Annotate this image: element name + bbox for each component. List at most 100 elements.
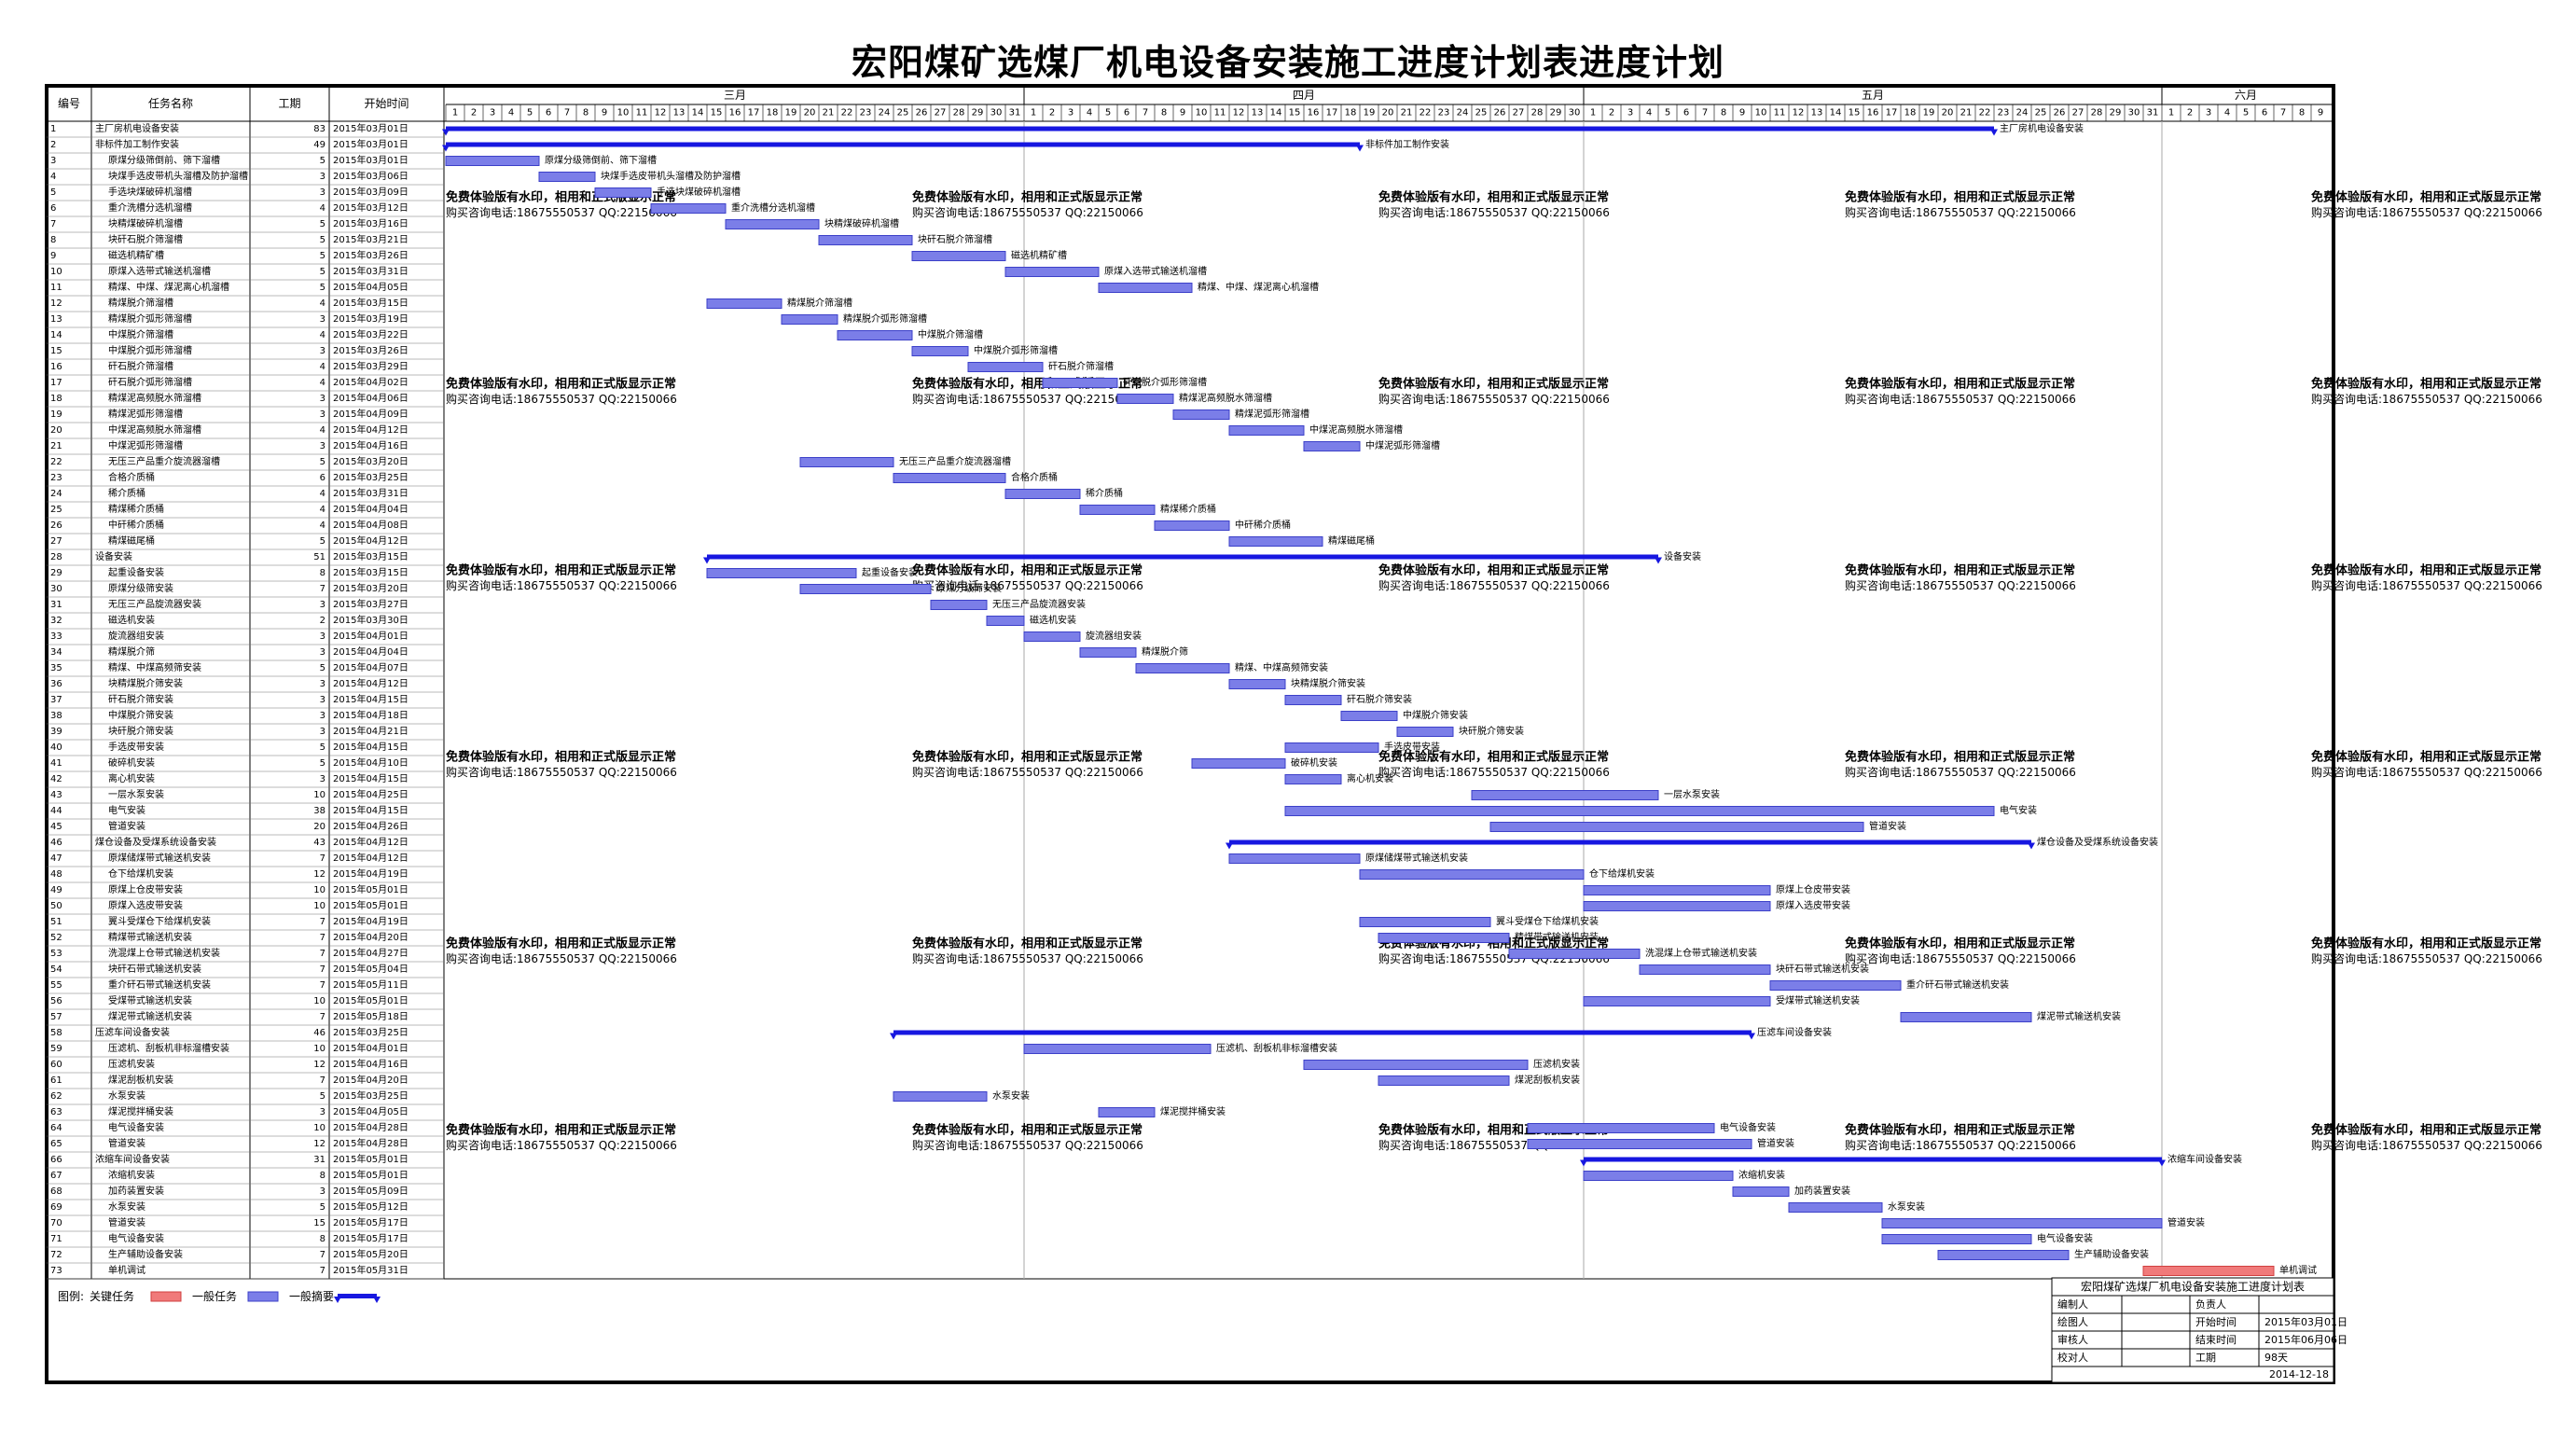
row-duration: 3 [320,679,325,689]
day-label: 7 [2280,108,2286,118]
task-bar [1004,267,1100,277]
watermark-line1: 免费体验版有水印，相用和正式版显示正常 [1845,190,2075,205]
task-bar [1284,806,1995,816]
row-duration: 3 [320,441,325,451]
row-name: 原煤分级筛倒前、筛下溜槽 [108,154,220,166]
day-label: 14 [1270,108,1282,118]
row-start: 2015年03月20日 [333,455,409,467]
row-id: 57 [50,1012,62,1022]
watermark-line2: 购买咨询电话:18675550537 QQ:22150066 [912,765,1143,779]
day-label: 23 [860,108,872,118]
row-id: 52 [50,933,62,943]
row-id: 3 [50,156,56,166]
task-bar [445,156,540,166]
watermark-line2: 购买咨询电话:18675550537 QQ:22150066 [912,1138,1143,1152]
row-duration: 8 [320,1234,325,1244]
bar-label: 精煤泥高频脱水筛溜槽 [1179,392,1272,404]
summary-start-marker [442,129,450,136]
bar-label: 块精煤破碎机溜槽 [824,217,899,229]
row-id: 42 [50,774,62,784]
task-bar [1900,1012,2032,1022]
task-bar [725,219,820,229]
task-bar [1378,933,1510,943]
row-name: 磁选机安装 [108,614,155,626]
col-header-start: 开始时间 [364,97,409,110]
day-label: 1 [2168,108,2174,118]
watermark-line2: 购买咨询电话:18675550537 QQ:22150066 [1378,392,1610,406]
watermark-line2: 购买咨询电话:18675550537 QQ:22150066 [1845,205,2076,219]
task-bar [1228,425,1305,436]
row-duration: 4 [320,298,325,309]
row-start: 2015年04月21日 [333,725,409,737]
bar-label: 块矸石带式输送机安装 [1776,963,1869,975]
summary-bar [446,126,1994,132]
bar-label: 非标件加工制作安装 [1365,138,1449,150]
task-bar [1396,727,1454,737]
task-bar [1284,695,1342,705]
row-start: 2015年03月26日 [333,344,409,356]
day-label: 8 [1721,108,1726,118]
bar-label: 原煤入选带式输送机溜槽 [1104,265,1207,277]
row-start: 2015年03月31日 [333,487,409,499]
row-id: 65 [50,1139,62,1149]
watermark-line1: 免费体验版有水印，相用和正式版显示正常 [1378,750,1609,765]
bar-label: 中煤泥弧形筛溜槽 [1365,439,1440,451]
task-bar [706,568,857,578]
bar-label: 原煤分级筛倒前、筛下溜槽 [545,154,657,166]
row-start: 2015年04月28日 [333,1121,409,1133]
bar-label: 煤泥刮板机安装 [1515,1074,1580,1086]
row-duration: 5 [320,663,325,673]
row-start: 2015年04月20日 [333,931,409,943]
day-label: 25 [1475,108,1488,118]
task-bar [1359,917,1491,927]
bar-label: 受煤带式输送机安装 [1776,994,1860,1006]
bar-label: 煤仓设备及受煤系统设备安装 [2037,836,2158,848]
row-id: 19 [50,409,62,420]
task-bar [781,314,838,325]
info-cell: 2015年06月06日 [2264,1333,2347,1346]
row-id: 73 [50,1266,62,1276]
row-name: 矸石脱介弧形筛溜槽 [108,376,192,388]
summary-start-marker [890,1033,897,1040]
bar-label: 原煤入选皮带安装 [1776,899,1850,911]
row-start: 2015年03月01日 [333,138,409,150]
day-label: 3 [490,108,495,118]
row-duration: 7 [320,1012,325,1022]
row-name: 重介洗槽分选机溜槽 [108,201,192,214]
day-label: 9 [1739,108,1745,118]
day-label: 29 [1550,108,1562,118]
bar-label: 起重设备安装 [862,566,918,578]
watermark-line1: 免费体验版有水印，相用和正式版显示正常 [1378,377,1609,392]
watermark-line2: 购买咨询电话:18675550537 QQ:22150066 [912,205,1143,219]
row-id: 60 [50,1060,62,1070]
bar-label: 煤泥带式输送机安装 [2037,1010,2121,1022]
row-name: 设备安装 [95,550,132,562]
row-duration: 4 [320,489,325,499]
row-name: 精煤、中煤、煤泥离心机溜槽 [108,281,229,293]
row-duration: 7 [320,980,325,991]
row-duration: 3 [320,711,325,721]
day-label: 17 [1886,108,1898,118]
row-name: 原煤上仓皮带安装 [108,883,183,895]
row-start: 2015年05月31日 [333,1264,409,1276]
info-date: 2014-12-18 [2269,1368,2329,1380]
day-label: 10 [1196,108,1208,118]
watermark-line1: 免费体验版有水印，相用和正式版显示正常 [2311,563,2541,578]
legend-critical-label: 关键任务 [90,1289,134,1303]
row-duration: 3 [320,695,325,705]
row-duration: 3 [320,600,325,610]
row-start: 2015年05月09日 [333,1185,409,1197]
task-bar [1359,869,1585,880]
row-id: 18 [50,394,62,404]
row-id: 26 [50,520,62,531]
watermark-line1: 免费体验版有水印，相用和正式版显示正常 [1378,563,1609,578]
row-start: 2015年04月04日 [333,645,409,658]
row-start: 2015年04月01日 [333,630,409,642]
day-label: 13 [1252,108,1264,118]
row-start: 2015年04月16日 [333,1058,409,1070]
row-duration: 49 [313,140,325,150]
col-header-duration: 工期 [278,97,300,110]
task-bar [706,298,782,309]
day-label: 3 [1068,108,1073,118]
watermark-line1: 免费体验版有水印，相用和正式版显示正常 [1845,750,2075,765]
